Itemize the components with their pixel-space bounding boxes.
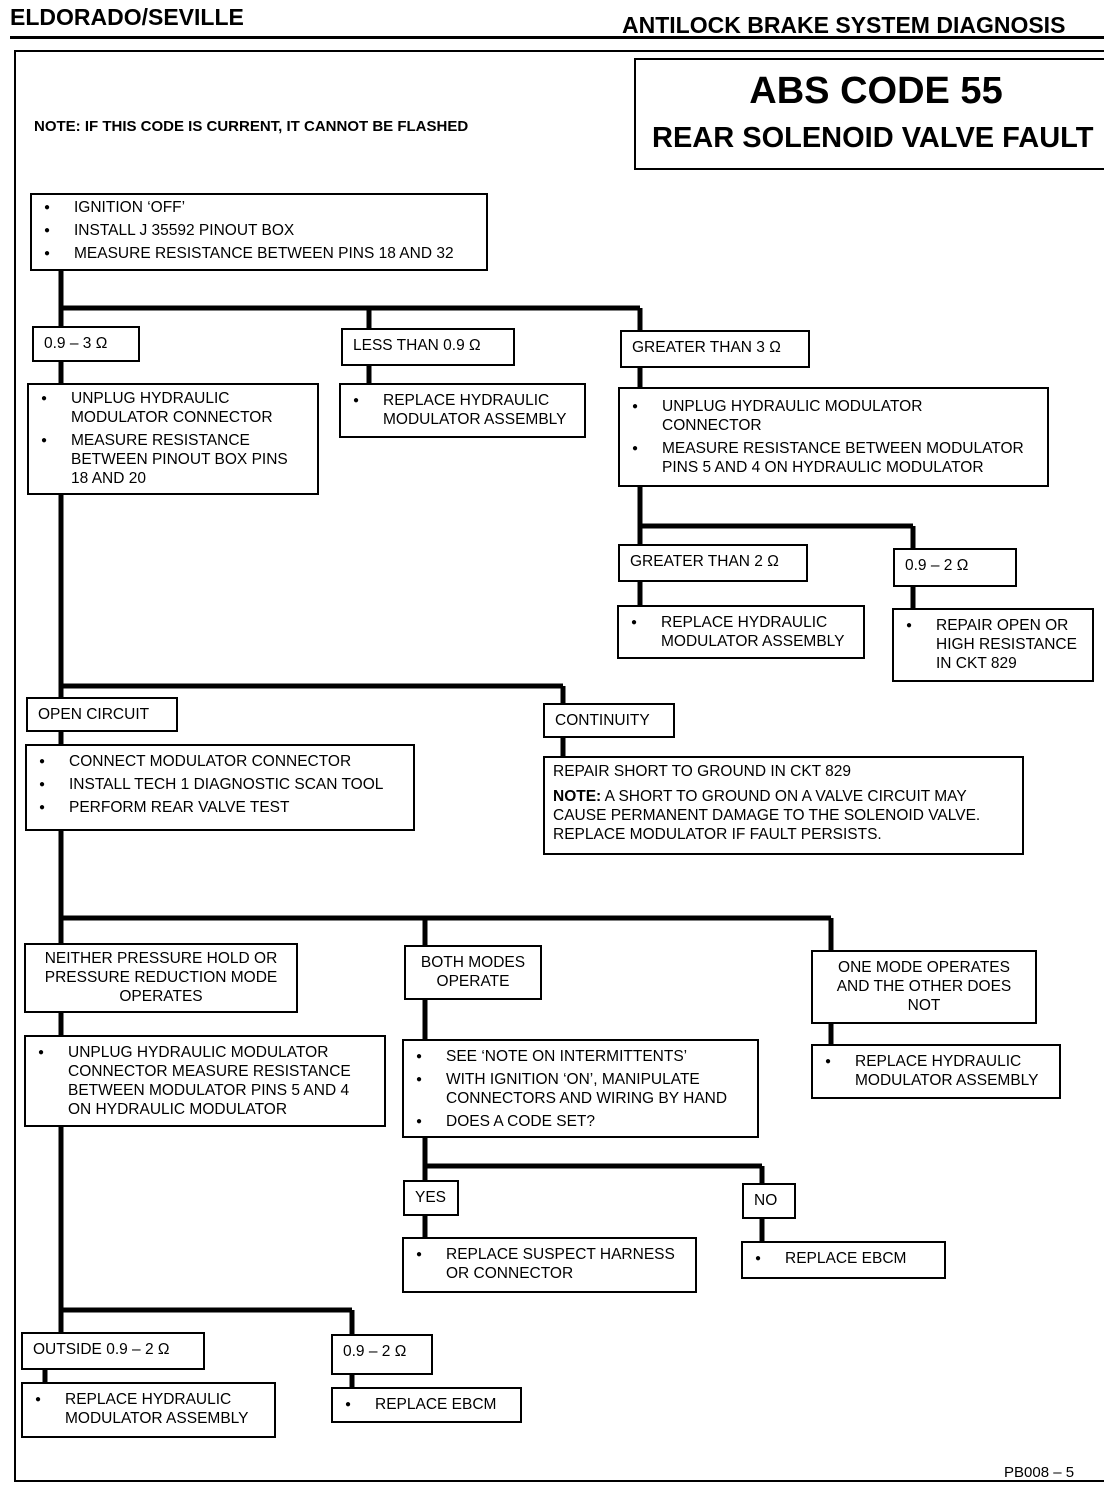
page-identifier: PB008 – 5 <box>1004 1464 1075 1481</box>
page-frame <box>14 50 1104 1482</box>
step-item: REPAIR OPEN OR HIGH RESISTANCE IN CKT 82… <box>906 616 1084 673</box>
fault-code-title: ABS CODE 55 <box>749 70 1003 112</box>
result-greater-than-2-ohm: GREATER THAN 2 Ω <box>618 544 808 582</box>
action-box-outside-0.9-2-ohm: REPLACE HYDRAULIC MODULATOR ASSEMBLY <box>21 1382 276 1438</box>
result-both-modes-operate: BOTH MODES OPERATE <box>404 945 542 1000</box>
action-box-0.9-2-ohm: REPAIR OPEN OR HIGH RESISTANCE IN CKT 82… <box>892 608 1094 682</box>
result-outside-0.9-2-ohm: OUTSIDE 0.9 – 2 Ω <box>21 1332 205 1370</box>
damage-note: NOTE: A SHORT TO GROUND ON A VALVE CIRCU… <box>553 787 1014 844</box>
flash-note: NOTE: IF THIS CODE IS CURRENT, IT CANNOT… <box>34 118 469 135</box>
answer-yes: YES <box>403 1180 459 1216</box>
result-less-than-0.9-ohm: LESS THAN 0.9 Ω <box>341 328 515 366</box>
fault-description: REAR SOLENOID VALVE FAULT <box>652 122 1094 154</box>
note-body: A SHORT TO GROUND ON A VALVE CIRCUIT MAY… <box>553 788 981 843</box>
result-continuity: CONTINUITY <box>543 703 675 738</box>
note-heading: NOTE: <box>553 788 602 805</box>
result-0.9-3-ohm: 0.9 – 3 Ω <box>32 326 140 362</box>
step-item: REPLACE SUSPECT HARNESS OR CONNECTOR <box>416 1245 687 1283</box>
action-box-greater-than-2-ohm: REPLACE HYDRAULIC MODULATOR ASSEMBLY <box>617 605 865 659</box>
answer-no: NO <box>742 1183 796 1219</box>
step-item: MEASURE RESISTANCE BETWEEN PINOUT BOX PI… <box>41 431 309 488</box>
action-box-one-mode: REPLACE HYDRAULIC MODULATOR ASSEMBLY <box>811 1044 1061 1099</box>
step-item: REPLACE EBCM <box>755 1249 936 1268</box>
step-item: UNPLUG HYDRAULIC MODULATOR CONNECTOR MEA… <box>38 1043 376 1119</box>
action-box-open-circuit: CONNECT MODULATOR CONNECTOR INSTALL TECH… <box>25 744 415 831</box>
result-open-circuit: OPEN CIRCUIT <box>26 697 178 732</box>
step-item: INSTALL TECH 1 DIAGNOSTIC SCAN TOOL <box>39 775 405 794</box>
manual-header-model: ELDORADO/SEVILLE <box>10 4 244 30</box>
action-box-less-than-0.9-ohm: REPLACE HYDRAULIC MODULATOR ASSEMBLY <box>339 383 586 438</box>
step-item: PERFORM REAR VALVE TEST <box>39 798 405 817</box>
result-one-mode-operates: ONE MODE OPERATES AND THE OTHER DOES NOT <box>811 950 1037 1024</box>
step-item: REPLACE HYDRAULIC MODULATOR ASSEMBLY <box>825 1052 1051 1090</box>
step-item: UNPLUG HYDRAULIC MODULATOR CONNECTOR <box>41 389 309 427</box>
action-box-0.9-3-ohm: UNPLUG HYDRAULIC MODULATOR CONNECTOR MEA… <box>27 383 319 495</box>
step-item: REPLACE EBCM <box>345 1395 512 1414</box>
step-item: REPLACE HYDRAULIC MODULATOR ASSEMBLY <box>631 613 855 651</box>
step-item: REPLACE HYDRAULIC MODULATOR ASSEMBLY <box>35 1390 266 1428</box>
step-item: WITH IGNITION ‘ON’, MANIPULATE CONNECTOR… <box>416 1070 749 1108</box>
repair-instruction: REPAIR SHORT TO GROUND IN CKT 829 <box>553 763 852 780</box>
header-rule <box>10 36 1104 39</box>
step-item: CONNECT MODULATOR CONNECTOR <box>39 752 405 771</box>
step-item: REPLACE HYDRAULIC MODULATOR ASSEMBLY <box>353 391 576 429</box>
action-box-continuity: REPAIR SHORT TO GROUND IN CKT 829 NOTE: … <box>543 756 1024 855</box>
result-greater-than-3-ohm: GREATER THAN 3 Ω <box>620 330 810 368</box>
action-box-yes: REPLACE SUSPECT HARNESS OR CONNECTOR <box>402 1237 697 1293</box>
manual-header-section: ANTILOCK BRAKE SYSTEM DIAGNOSIS <box>622 12 1066 38</box>
step-item: UNPLUG HYDRAULIC MODULATOR CONNECTOR <box>632 397 1039 435</box>
action-box-no: REPLACE EBCM <box>741 1241 946 1279</box>
step-item: DOES A CODE SET? <box>416 1112 749 1131</box>
step-item: IGNITION ‘OFF’ <box>44 198 478 217</box>
step-item: MEASURE RESISTANCE BETWEEN PINS 18 AND 3… <box>44 244 478 263</box>
action-box-greater-than-3-ohm: UNPLUG HYDRAULIC MODULATOR CONNECTOR MEA… <box>618 387 1049 487</box>
action-box-both-modes: SEE ‘NOTE ON INTERMITTENTS’ WITH IGNITIO… <box>402 1039 759 1138</box>
action-box-0.9-2-ohm-final: REPLACE EBCM <box>331 1387 522 1423</box>
result-neither-mode-operates: NEITHER PRESSURE HOLD OR PRESSURE REDUCT… <box>24 943 298 1013</box>
step-item: SEE ‘NOTE ON INTERMITTENTS’ <box>416 1047 749 1066</box>
title-block: ABS CODE 55 REAR SOLENOID VALVE FAULT <box>634 58 1104 170</box>
start-step-box: IGNITION ‘OFF’ INSTALL J 35592 PINOUT BO… <box>30 193 488 271</box>
result-0.9-2-ohm-final: 0.9 – 2 Ω <box>331 1334 433 1375</box>
result-0.9-2-ohm: 0.9 – 2 Ω <box>893 548 1017 587</box>
step-item: MEASURE RESISTANCE BETWEEN MODULATOR PIN… <box>632 439 1039 477</box>
action-box-neither-mode: UNPLUG HYDRAULIC MODULATOR CONNECTOR MEA… <box>24 1035 386 1127</box>
step-item: INSTALL J 35592 PINOUT BOX <box>44 221 478 240</box>
